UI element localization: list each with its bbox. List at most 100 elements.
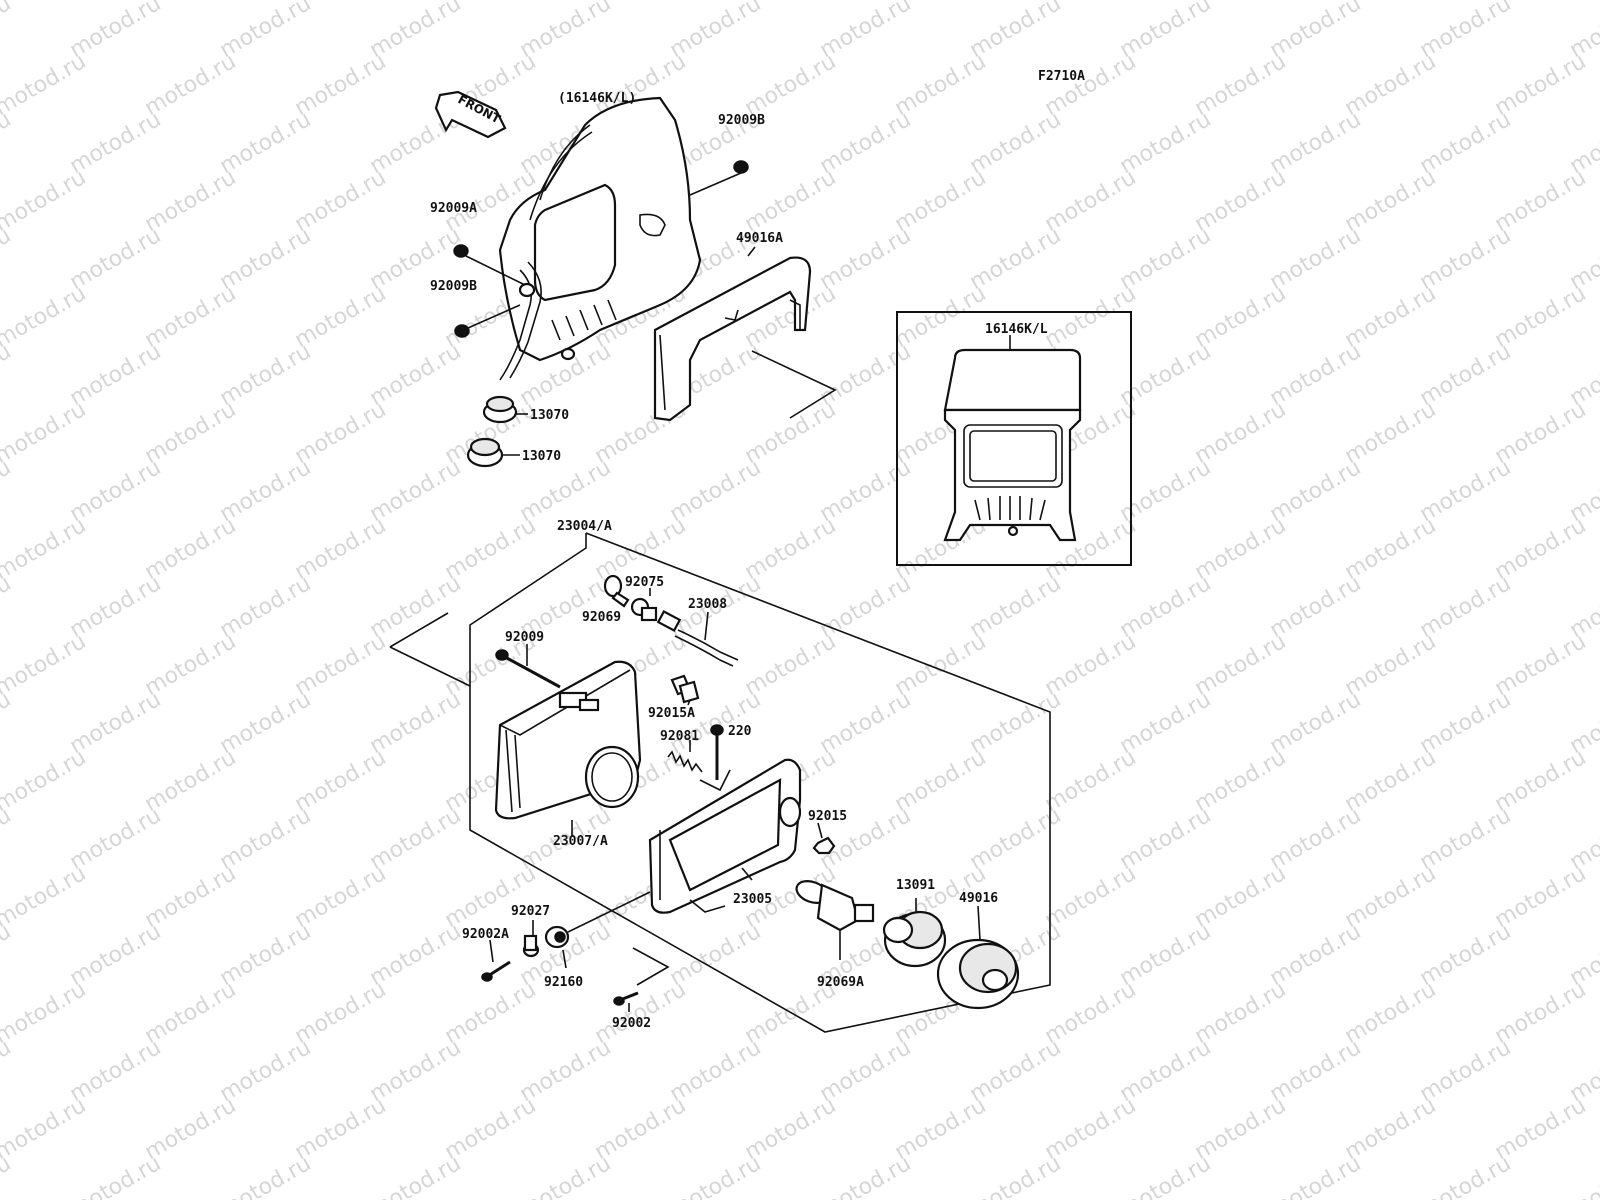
- label-23007a: 23007/A: [553, 834, 608, 849]
- watermark-text: motod.ru: [741, 49, 841, 121]
- watermark-text: motod.ru: [816, 0, 916, 63]
- watermark-text: motod.ru: [366, 919, 466, 991]
- watermark-text: motod.ru: [1416, 107, 1516, 179]
- watermark-text: motod.ru: [1041, 281, 1141, 353]
- watermark-text: motod.ru: [441, 0, 541, 5]
- label-cowl: (16146K/L): [558, 91, 636, 106]
- watermark-text: motod.ru: [0, 281, 90, 353]
- watermark-text: motod.ru: [816, 107, 916, 179]
- watermark-text: motod.ru: [0, 629, 90, 701]
- watermark-text: motod.ru: [66, 1151, 166, 1200]
- callout-labels: (16146K/L) 92009B 92009A 49016A 92009B 1…: [430, 91, 1048, 1031]
- watermark-text: motod.ru: [141, 165, 241, 237]
- watermark-text: motod.ru: [1491, 513, 1591, 585]
- watermark-text: motod.ru: [1566, 1035, 1600, 1107]
- watermark-text: motod.ru: [0, 339, 15, 411]
- label-23004a: 23004/A: [557, 519, 612, 534]
- watermark-text: motod.ru: [591, 977, 691, 1049]
- watermark-text: motod.ru: [291, 0, 391, 5]
- watermark-text: motod.ru: [0, 977, 90, 1049]
- watermark-text: motod.ru: [291, 513, 391, 585]
- watermark-text: motod.ru: [741, 397, 841, 469]
- watermark-text: motod.ru: [66, 803, 166, 875]
- watermark-text: motod.ru: [891, 0, 991, 5]
- label-92069a: 92069A: [817, 975, 864, 990]
- watermark-text: motod.ru: [1341, 977, 1441, 1049]
- watermark-text: motod.ru: [141, 397, 241, 469]
- watermark-text: motod.ru: [1341, 513, 1441, 585]
- watermark-text: motod.ru: [1116, 919, 1216, 991]
- label-92009: 92009: [505, 630, 544, 645]
- watermark-text: motod.ru: [1416, 919, 1516, 991]
- watermark-text: motod.ru: [291, 281, 391, 353]
- watermark-text: motod.ru: [1491, 165, 1591, 237]
- screw-92009a: [453, 244, 526, 286]
- watermark-text: motod.ru: [1491, 0, 1591, 5]
- watermark-text: motod.ru: [591, 0, 691, 5]
- lens-unit-23007a: [494, 660, 642, 837]
- watermark-text: motod.ru: [1491, 629, 1591, 701]
- watermark-text: motod.ru: [1341, 629, 1441, 701]
- grommet-13070-upper: [482, 395, 528, 424]
- watermark-text: motod.ru: [66, 107, 166, 179]
- label-13091: 13091: [896, 878, 935, 893]
- watermark-text: motod.ru: [1566, 455, 1600, 527]
- watermark-text: motod.ru: [516, 1035, 616, 1107]
- label-92160: 92160: [544, 975, 583, 990]
- watermark-text: motod.ru: [1341, 165, 1441, 237]
- watermark-text: motod.ru: [0, 1151, 15, 1200]
- watermark-text: motod.ru: [0, 0, 15, 63]
- watermark-text: motod.ru: [741, 513, 841, 585]
- watermark-text: motod.ru: [141, 861, 241, 933]
- watermark-text: motod.ru: [66, 1035, 166, 1107]
- watermark-text: motod.ru: [291, 629, 391, 701]
- watermark-text: motod.ru: [891, 281, 991, 353]
- label-92075: 92075: [625, 575, 664, 590]
- label-92069: 92069: [582, 610, 621, 625]
- watermark-text: motod.ru: [966, 107, 1066, 179]
- spring-92081: [667, 740, 703, 773]
- bolt-92002a: [481, 939, 511, 982]
- watermark-text: motod.ru: [141, 513, 241, 585]
- bulb-92069a: [795, 880, 875, 960]
- watermark-text: motod.ru: [1341, 0, 1441, 5]
- watermark-text: motod.ru: [1341, 1093, 1441, 1165]
- watermark-text: motod.ru: [216, 803, 316, 875]
- watermark-text: motod.ru: [1191, 49, 1291, 121]
- watermark-text: motod.ru: [516, 1151, 616, 1200]
- watermark-text: motod.ru: [741, 1093, 841, 1165]
- bolt-92002: [613, 947, 670, 1012]
- watermark-text: motod.ru: [741, 629, 841, 701]
- watermark-text: motod.ru: [366, 687, 466, 759]
- watermark-text: motod.ru: [1491, 397, 1591, 469]
- watermark-text: motod.ru: [1191, 513, 1291, 585]
- watermark-text: motod.ru: [1116, 1151, 1216, 1200]
- watermark-text: motod.ru: [1266, 107, 1366, 179]
- watermark-text: motod.ru: [1416, 0, 1516, 63]
- socket-92075: [630, 588, 658, 622]
- watermark-text: motod.ru: [366, 455, 466, 527]
- watermark-text: motod.ru: [891, 745, 991, 817]
- watermark-text: motod.ru: [1266, 919, 1366, 991]
- watermark-text: motod.ru: [141, 281, 241, 353]
- watermark-text: motod.ru: [1416, 687, 1516, 759]
- watermark-text: motod.ru: [291, 165, 391, 237]
- watermark-text: motod.ru: [0, 165, 90, 237]
- watermark-text: motod.ru: [66, 223, 166, 295]
- watermark-text: motod.ru: [441, 861, 541, 933]
- watermark-text: motod.ru: [1416, 1151, 1516, 1200]
- watermark-text: motod.ru: [141, 629, 241, 701]
- watermark-text: motod.ru: [1041, 0, 1141, 5]
- watermark-text: motod.ru: [141, 1093, 241, 1165]
- watermark-text: motod.ru: [1341, 397, 1441, 469]
- watermark-text: motod.ru: [1566, 803, 1600, 875]
- watermark-text: motod.ru: [891, 629, 991, 701]
- watermark-text: motod.ru: [216, 1151, 316, 1200]
- grommet-92160: [544, 891, 651, 969]
- bracket-49016a: [653, 256, 812, 422]
- watermark-text: motod.ru: [216, 919, 316, 991]
- watermark-text: motod.ru: [0, 1035, 15, 1107]
- watermark-text: motod.ru: [891, 49, 991, 121]
- inset-box: [896, 311, 1132, 566]
